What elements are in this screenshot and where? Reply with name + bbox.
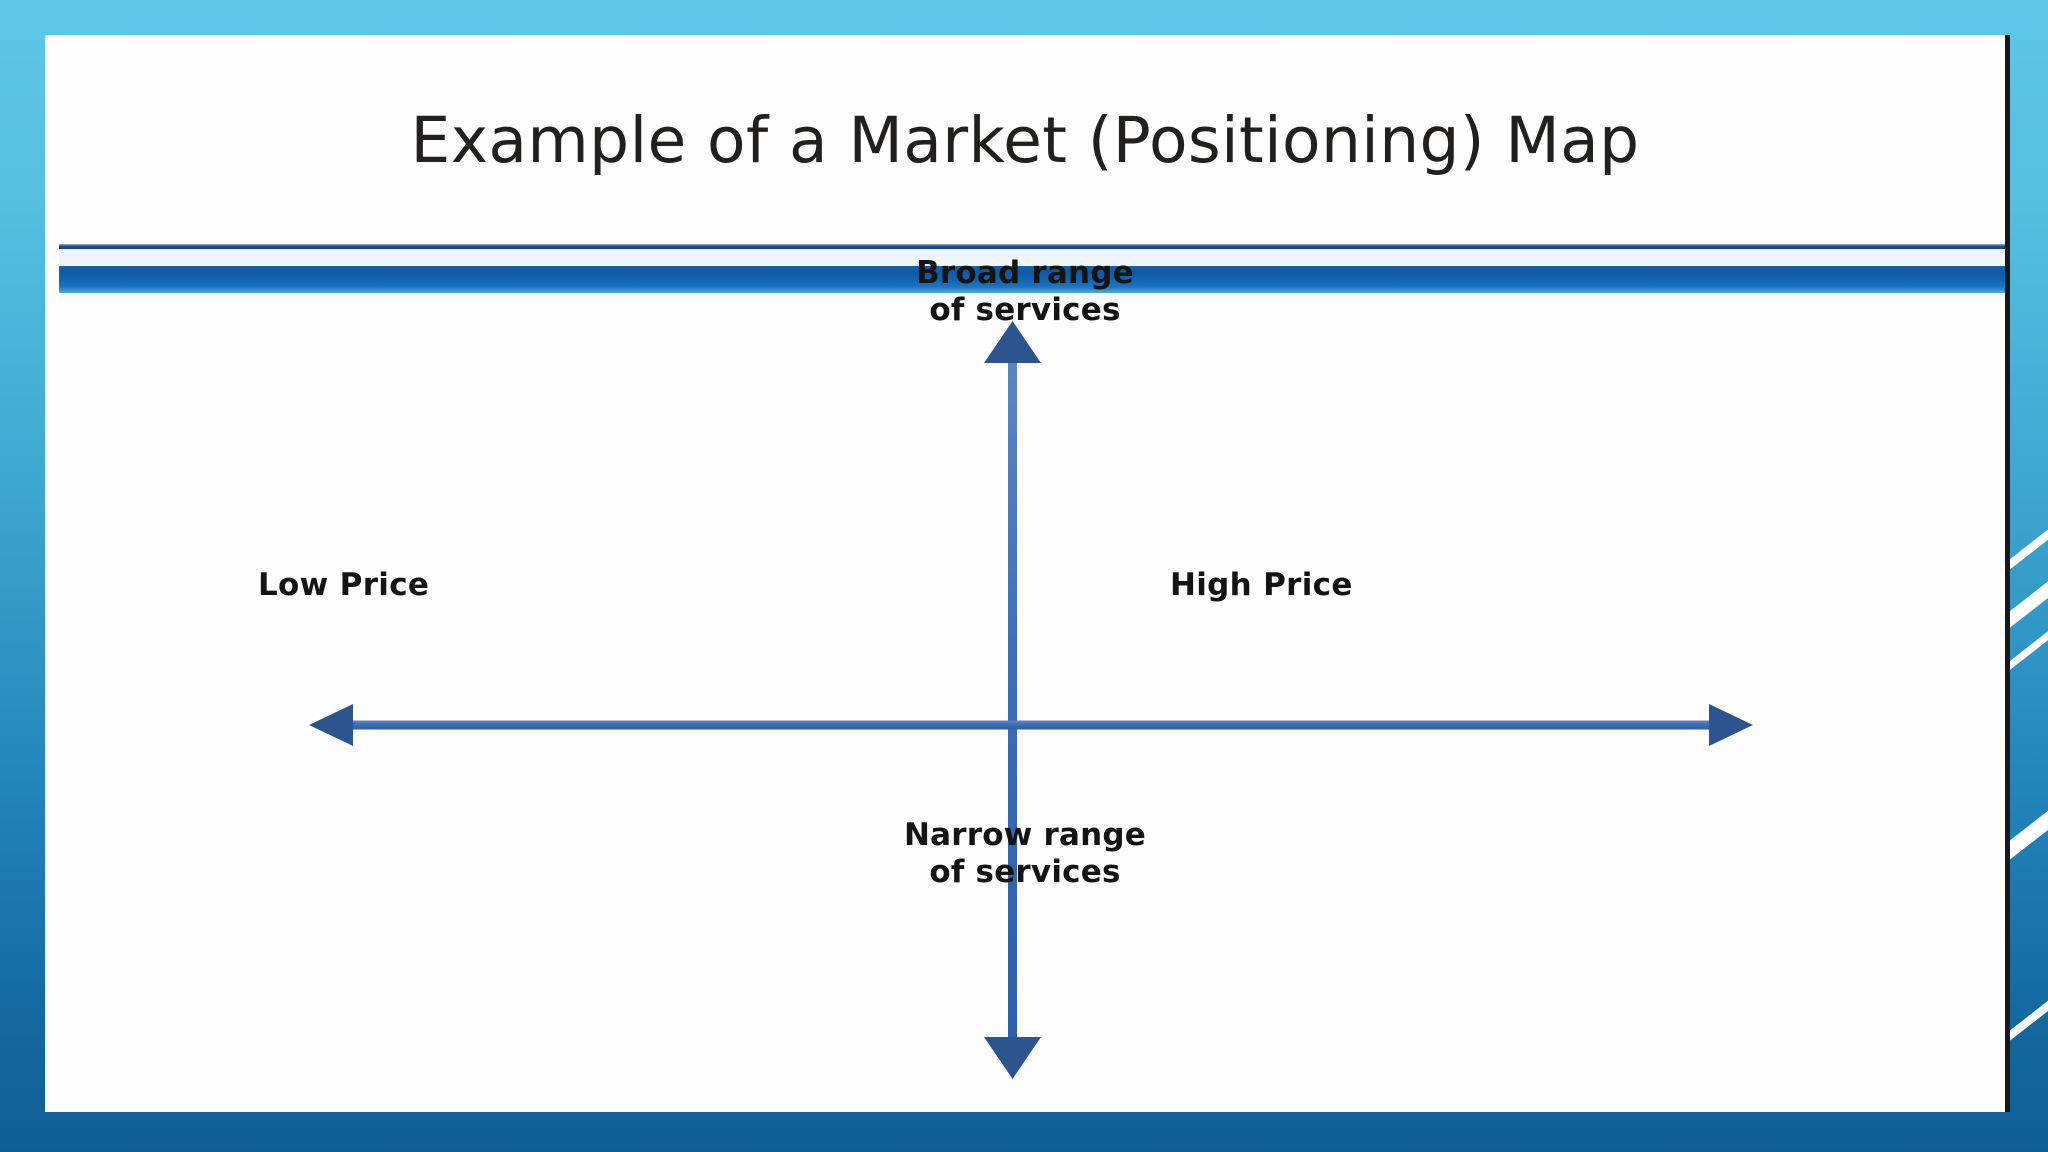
x-axis-right-label: High Price <box>1170 567 1353 603</box>
positioning-map: Broad range of services Narrow range of … <box>45 245 2005 1112</box>
card-right-edge <box>2005 35 2010 1112</box>
y-axis-arrow-up-icon <box>984 321 1041 363</box>
divider-gap <box>59 249 2005 266</box>
title-zone: Example of a Market (Positioning) Map <box>45 35 2005 245</box>
y-axis-bottom-label: Narrow range of services <box>45 817 2005 890</box>
title-divider <box>59 244 2005 322</box>
y-axis-bottom-label-line2: of services <box>929 853 1121 890</box>
divider-thick-bar <box>59 266 2005 293</box>
page-title: Example of a Market (Positioning) Map <box>410 103 1640 177</box>
x-axis-arrow-left-icon <box>309 704 353 746</box>
y-axis-arrow-down-icon <box>984 1037 1041 1079</box>
divider-underline <box>59 293 2005 300</box>
y-axis-top-label-line2: of services <box>929 291 1121 328</box>
y-axis-top-label-line1: Broad range <box>916 255 1134 291</box>
axes-graphic <box>309 321 1753 1079</box>
divider-thin-rule <box>59 244 2005 249</box>
x-axis-shaft <box>345 720 1717 730</box>
slide-content-card: Example of a Market (Positioning) Map <box>45 35 2010 1112</box>
y-axis-shaft <box>1008 345 1017 1055</box>
x-axis-left-label: Low Price <box>258 567 430 603</box>
y-axis-bottom-label-line1: Narrow range <box>903 817 1147 853</box>
y-axis-top-label: Broad range of services <box>45 255 2005 328</box>
x-axis-arrow-right-icon <box>1709 704 1753 746</box>
